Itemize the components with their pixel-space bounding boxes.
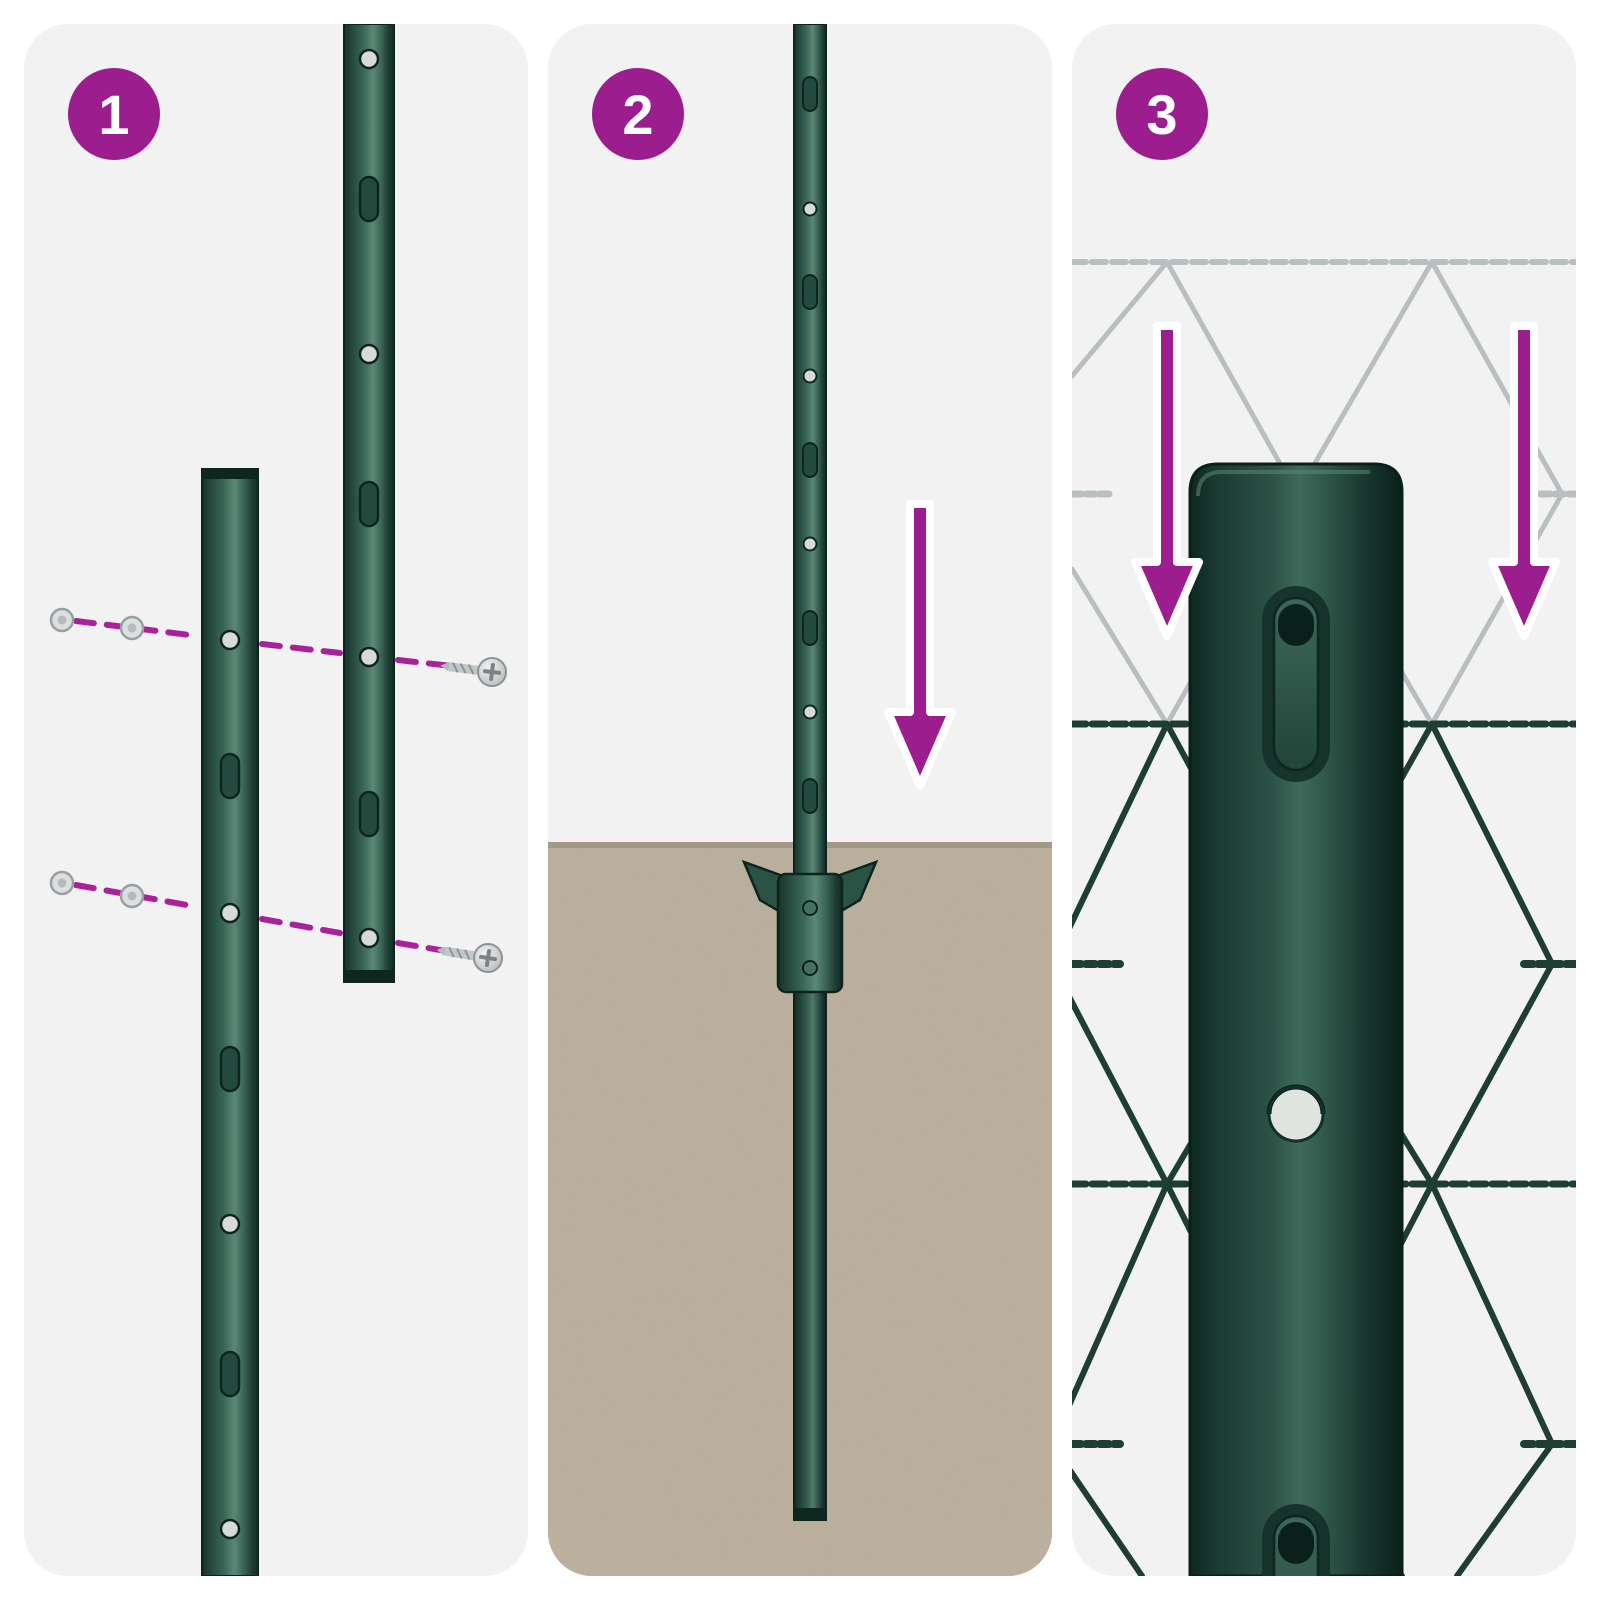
post-hole <box>219 629 241 651</box>
down-arrow-icon <box>884 500 956 790</box>
post-tab <box>1262 586 1330 782</box>
post-hole <box>1266 1084 1326 1143</box>
post-slot <box>802 778 818 814</box>
u-post <box>793 24 827 1521</box>
post-hole <box>802 201 818 217</box>
step-number: 2 <box>622 82 654 146</box>
post-hole <box>219 902 241 924</box>
post-hole <box>802 704 818 720</box>
washer-icon <box>119 883 145 909</box>
down-arrow-icon <box>1488 322 1560 640</box>
down-arrow-icon <box>1131 322 1203 640</box>
step-badge: 1 <box>68 68 160 160</box>
post-hole <box>358 646 380 668</box>
post-slot <box>802 610 818 646</box>
step-number: 1 <box>98 82 130 146</box>
mesh-attachment-illustration <box>1072 259 1576 1576</box>
post-hole <box>358 343 380 365</box>
anchor-plate <box>741 859 879 994</box>
washer-icon <box>49 870 75 896</box>
post-slot <box>219 1350 241 1398</box>
post-slot <box>802 442 818 478</box>
step-panel-2: 2 <box>548 24 1052 1576</box>
screw-icon <box>440 657 507 687</box>
washer-icon <box>119 615 145 641</box>
washer-icon <box>49 607 75 633</box>
post-slot <box>219 752 241 800</box>
post-hole <box>802 536 818 552</box>
post-install-illustration <box>548 24 1052 1576</box>
step-badge: 2 <box>592 68 684 160</box>
step-panel-3: 3 <box>1072 24 1576 1576</box>
post-slot <box>358 480 380 528</box>
u-post-closeup <box>1188 462 1404 1576</box>
back-post <box>343 24 395 983</box>
post-hole <box>219 1213 241 1235</box>
post-hole <box>219 1518 241 1540</box>
post-slot <box>802 274 818 310</box>
post-slot <box>802 76 818 112</box>
screw-icon <box>436 943 503 973</box>
post-hole <box>358 927 380 949</box>
post-slot <box>358 175 380 223</box>
step-number: 3 <box>1146 82 1178 146</box>
step-panel-1: 1 <box>24 24 528 1576</box>
step-badge: 3 <box>1116 68 1208 160</box>
post-slot <box>358 790 380 838</box>
post-slot <box>219 1045 241 1093</box>
wire-mesh-gray <box>1072 259 1576 727</box>
post-hole <box>358 48 380 70</box>
post-assembly-illustration <box>49 24 507 1576</box>
post-hole <box>802 368 818 384</box>
front-post <box>201 468 259 1576</box>
post-tab <box>1262 1504 1330 1576</box>
